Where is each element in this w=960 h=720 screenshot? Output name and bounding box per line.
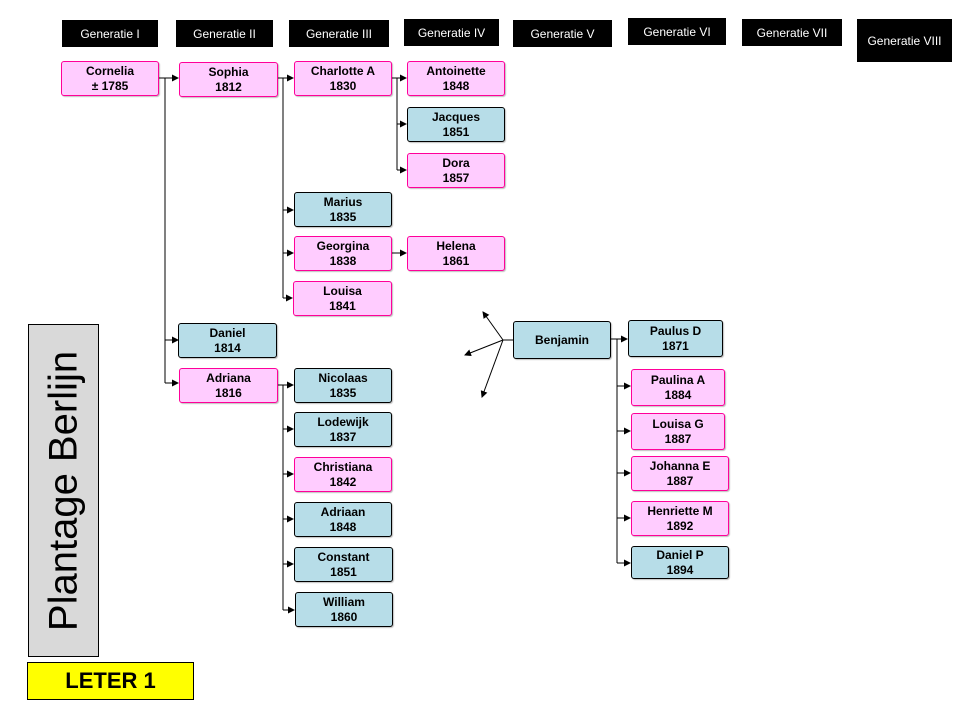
person-name: Antoinette — [426, 63, 486, 78]
person-antoinette: Antoinette 1848 — [407, 61, 505, 96]
person-name: Jacques — [431, 109, 481, 124]
line-benjamin-arrow-mid — [464, 339, 504, 357]
generation-header-4: Generatie IV — [404, 19, 499, 46]
person-year: 1812 — [215, 79, 242, 94]
person-christiana: Christiana 1842 — [294, 457, 392, 492]
plantation-title: Plantage Berlijn — [41, 350, 85, 631]
person-name: Dora — [442, 155, 470, 170]
person-name: Louisa G — [652, 416, 704, 431]
person-paulus-d: Paulus D 1871 — [628, 320, 723, 357]
person-name: Daniel — [209, 325, 246, 340]
person-louisa: Louisa 1841 — [293, 281, 392, 316]
person-name: Benjamin — [534, 332, 589, 347]
person-lodewijk: Lodewijk 1837 — [294, 412, 392, 447]
person-name: Christiana — [313, 459, 373, 474]
generation-header-5: Generatie V — [513, 20, 612, 47]
person-name: Adriaan — [320, 504, 366, 519]
person-name: Adriana — [206, 370, 251, 385]
line-benjamin-arrow-down — [480, 339, 504, 398]
person-daniel: Daniel 1814 — [178, 323, 277, 358]
person-louisa-g: Louisa G 1887 — [631, 413, 725, 450]
line-benjamin-arrow-up — [482, 311, 504, 341]
generation-header-2: Generatie II — [176, 20, 273, 47]
person-marius: Marius 1835 — [294, 192, 392, 227]
person-name: Daniel P — [656, 547, 704, 562]
person-name: Henriette M — [647, 503, 713, 518]
person-year: 1861 — [442, 253, 470, 268]
person-name: Constant — [317, 549, 370, 564]
person-year: 1816 — [215, 385, 242, 400]
person-nicolaas: Nicolaas 1835 — [294, 368, 392, 403]
person-year: 1837 — [329, 429, 357, 444]
person-name: Georgina — [316, 238, 370, 253]
person-constant: Constant 1851 — [294, 547, 393, 582]
person-johanna-e: Johanna E 1887 — [631, 456, 729, 491]
person-dora: Dora 1857 — [407, 153, 505, 188]
generation-header-7: Generatie VII — [742, 19, 842, 46]
person-year: 1857 — [442, 170, 470, 185]
person-jacques: Jacques 1851 — [407, 107, 505, 142]
person-name: William — [323, 594, 365, 609]
generation-header-3: Generatie III — [289, 20, 389, 47]
person-adriaan: Adriaan 1848 — [294, 502, 392, 537]
leter-badge: LETER 1 — [27, 662, 194, 700]
person-year: ± 1785 — [91, 78, 129, 93]
person-helena: Helena 1861 — [407, 236, 505, 271]
person-year: 1851 — [330, 564, 357, 579]
person-name: Cornelia — [85, 63, 134, 78]
person-name: Nicolaas — [318, 370, 368, 385]
person-year: 1884 — [664, 387, 692, 402]
person-year: 1835 — [329, 385, 357, 400]
person-georgina: Georgina 1838 — [294, 236, 392, 271]
person-name: Charlotte A — [310, 63, 376, 78]
person-year: 1838 — [329, 253, 357, 268]
person-name: Johanna E — [649, 458, 711, 473]
person-sophia: Sophia 1812 — [179, 62, 278, 97]
person-charlotte: Charlotte A 1830 — [294, 61, 392, 96]
generation-header-8: Generatie VIII — [857, 19, 952, 62]
person-name: Helena — [436, 238, 476, 253]
person-year: 1887 — [666, 473, 694, 488]
person-year: 1894 — [666, 562, 694, 577]
generation-header-1: Generatie I — [62, 20, 158, 47]
person-paulina-a: Paulina A 1884 — [631, 369, 725, 406]
person-henriette-m: Henriette M 1892 — [631, 501, 729, 536]
person-year: 1841 — [329, 298, 356, 313]
person-year: 1814 — [214, 340, 241, 355]
person-year: 1848 — [329, 519, 357, 534]
person-name: Louisa — [323, 283, 362, 298]
person-cornelia: Cornelia ± 1785 — [61, 61, 159, 96]
person-name: Paulina A — [650, 372, 706, 387]
person-year: 1871 — [662, 338, 689, 353]
person-name: Lodewijk — [317, 414, 369, 429]
person-year: 1887 — [664, 431, 692, 446]
person-name: Sophia — [208, 64, 249, 79]
person-year: 1842 — [329, 474, 357, 489]
person-year: 1892 — [666, 518, 694, 533]
person-year: 1851 — [442, 124, 470, 139]
person-william: William 1860 — [295, 592, 393, 627]
person-benjamin: Benjamin — [513, 321, 611, 359]
generation-header-6: Generatie VI — [628, 18, 726, 45]
plantation-title-panel: Plantage Berlijn — [28, 324, 99, 657]
person-year: 1835 — [329, 209, 357, 224]
person-year: 1848 — [442, 78, 470, 93]
person-year: 1860 — [330, 609, 358, 624]
person-name: Marius — [323, 194, 363, 209]
person-name: Paulus D — [649, 323, 702, 338]
person-year: 1830 — [329, 78, 357, 93]
person-daniel-p: Daniel P 1894 — [631, 546, 729, 579]
person-adriana: Adriana 1816 — [179, 368, 278, 403]
